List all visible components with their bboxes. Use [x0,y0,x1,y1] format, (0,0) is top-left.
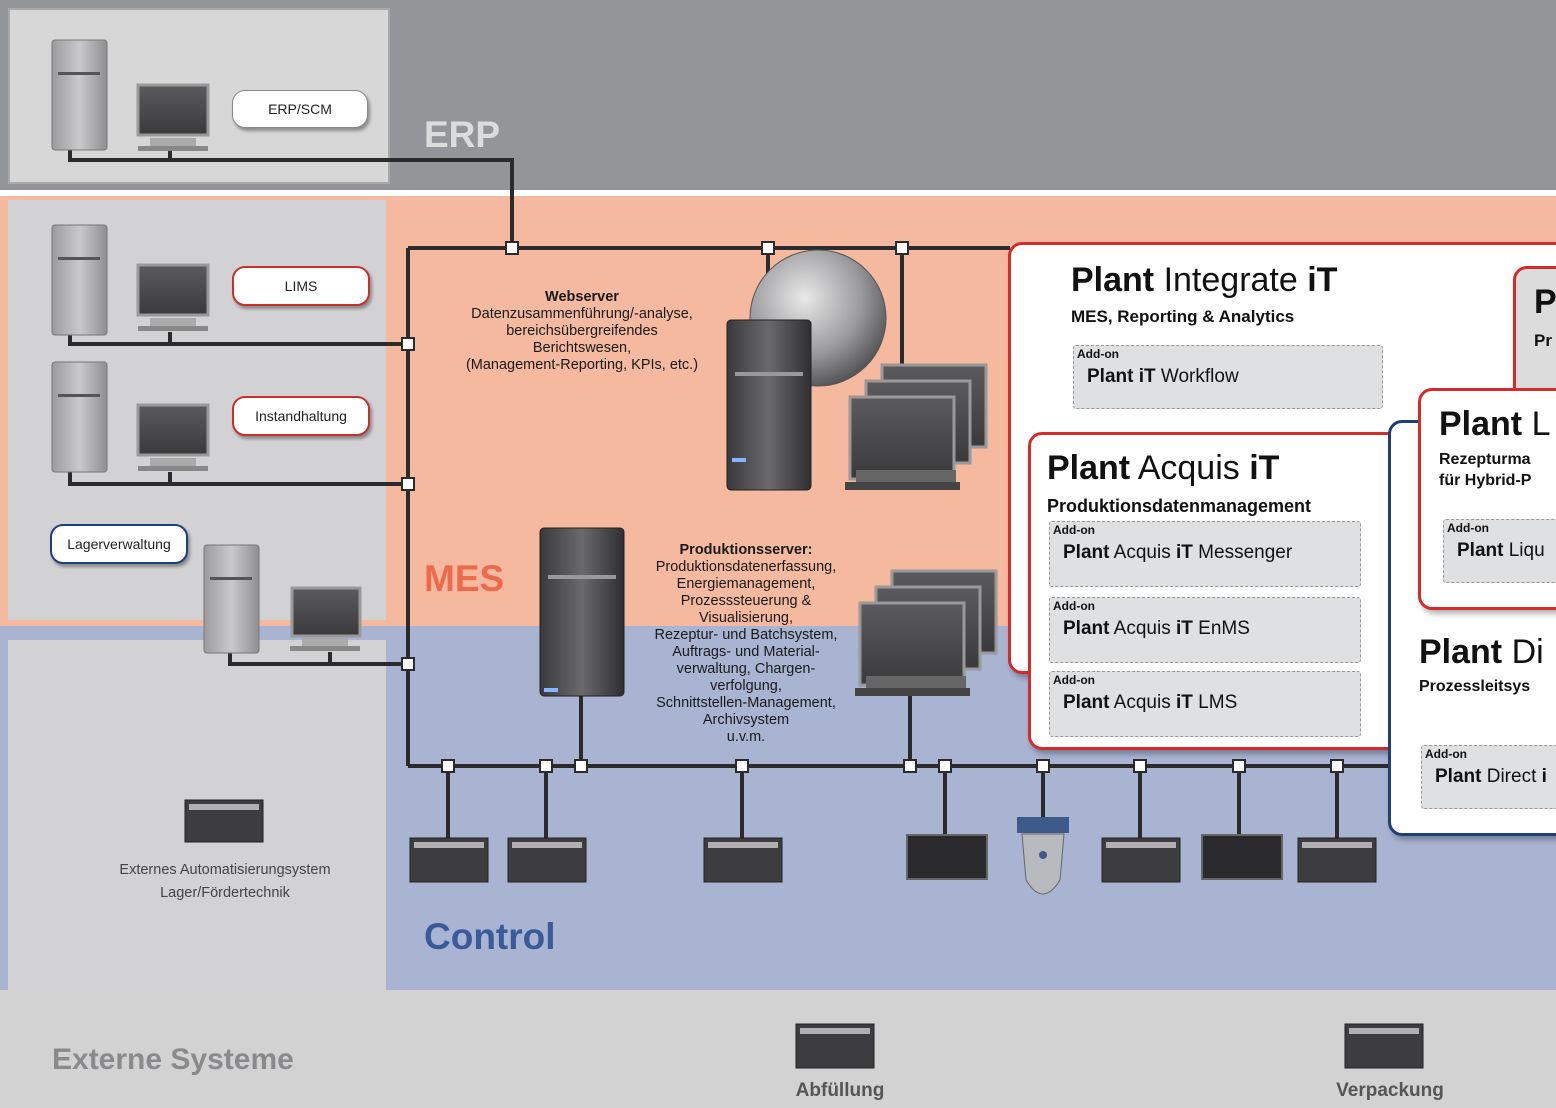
product-name: Acquis [1130,449,1250,487]
product-name: Acquis [1109,692,1176,713]
external-automation-line2: Lager/Fördertechnik [160,885,290,901]
brand-text: Plant [1047,449,1131,487]
addon-name: Plant iT Workflow [1087,366,1239,388]
plant-direct-subtitle: Prozessleitsys [1419,678,1531,695]
product-name: Di [1502,633,1544,671]
addon-name: Plant Liqu [1457,540,1545,562]
extern-zone [0,990,1556,1108]
plant-acquis-subtitle: Produktionsdatenmanagement [1047,496,1312,516]
product-name: Direct [1481,766,1542,787]
plant-integrate-subtitle: MES, Reporting & Analytics [1071,307,1295,326]
brand-text: Plant [1063,542,1110,563]
addon-liquids[interactable]: Add-on Plant Liqu [1443,519,1556,583]
addon-name: Plant Direct i [1435,766,1547,788]
addon-messenger[interactable]: Add-on Plant Acquis iT Messenger [1049,521,1361,587]
zone-label-extern: Externe Systeme [52,1043,294,1076]
plant-p-title: P [1534,283,1556,321]
product-name: L [1522,405,1551,443]
plant-liquids-subtitle-2: für Hybrid-P [1439,472,1532,489]
brand-text: Plant [1457,540,1504,561]
addon-tag: Add-on [1425,747,1467,761]
produktionsserver-line: Produktionsdatenerfassung, [655,559,837,575]
erp-scm-label: ERP/SCM [232,90,368,128]
produktionsserver-description: Produktionsserver: Produktionsdatenerfas… [636,542,856,746]
it-suffix: iT [1249,449,1280,487]
addon-direct[interactable]: Add-on Plant Direct i [1421,745,1556,809]
it-suffix: iT [1176,542,1193,563]
brand-text: Plant [1063,692,1110,713]
it-suffix: iT [1176,692,1193,713]
brand-text: Plant [1087,366,1139,387]
brand-text: Plant [1071,261,1155,299]
product-name: Workflow [1155,366,1239,387]
addon-name: Plant Acquis iT EnMS [1063,618,1250,640]
produktionsserver-line: Rezeptur- und Batchsystem, [654,627,838,643]
produktionsserver-line: Visualisierung, [698,610,794,626]
produktionsserver-title: Produktionsserver: [679,542,813,558]
produktionsserver-line: Archivsystem [702,712,790,728]
addon-suffix-name: Messenger [1192,542,1293,563]
product-name: Integrate [1154,261,1308,299]
addon-name: Plant Acquis iT LMS [1063,692,1237,714]
product-name: Liqu [1503,540,1545,561]
brand-text: Plant [1439,405,1523,443]
external-automation-label: Externes Automatisierungsystem Lager/För… [90,862,360,902]
verpackung-label: Verpackung [1336,1080,1444,1101]
it-suffix: iT [1138,366,1156,387]
lims-label: LIMS [232,266,370,306]
plant-direct-title: Plant Di [1419,633,1544,672]
addon-tag: Add-on [1447,521,1489,535]
zone-label-control: Control [424,916,556,957]
produktionsserver-line: verwaltung, Chargen- [676,661,816,677]
produktionsserver-line: Prozesssteuerung & [680,593,812,609]
card-plant-acquis[interactable]: Plant Acquis iT Produktionsdatenmanageme… [1028,432,1404,750]
produktionsserver-line: verfolgung, [710,678,782,694]
plant-liquids-title: Plant L [1439,405,1550,444]
brand-text: Plant [1419,633,1503,671]
produktionsserver-line: Energiemanagement, [676,576,816,592]
addon-tag: Add-on [1053,599,1095,613]
card-plant-p[interactable]: P Pr [1513,266,1556,412]
addon-lms[interactable]: Add-on Plant Acquis iT LMS [1049,671,1361,737]
plant-liquids-subtitle-1: Rezepturma [1439,451,1531,468]
webserver-title: Webserver [545,289,619,305]
it-suffix: iT [1307,261,1338,299]
product-name: Acquis [1109,618,1176,639]
webserver-line: Datenzusammenführung/-analyse, [471,306,693,322]
addon-tag: Add-on [1053,673,1095,687]
addon-tag: Add-on [1053,523,1095,537]
it-suffix: iT [1176,618,1193,639]
abfuellung-label: Abfüllung [795,1080,885,1101]
addon-enms[interactable]: Add-on Plant Acquis iT EnMS [1049,597,1361,663]
brand-text: Plant [1435,766,1482,787]
addon-suffix-name: LMS [1192,692,1238,713]
addon-name: Plant Acquis iT Messenger [1063,542,1292,564]
external-automation-line1: Externes Automatisierungsystem [119,862,331,878]
addon-workflow[interactable]: Add-on Plant iT Workflow [1073,345,1383,409]
instandhaltung-label: Instandhaltung [232,396,370,436]
webserver-line: Berichtswesen, [532,340,632,356]
plant-p-subtitle: Pr [1534,331,1552,350]
it-suffix: i [1541,766,1547,787]
product-name: Acquis [1109,542,1176,563]
zone-label-erp: ERP [424,114,501,155]
plant-acquis-title: Plant Acquis iT [1047,449,1279,488]
zone-label-mes: MES [424,558,505,599]
webserver-description: Webserver Datenzusammenführung/-analyse,… [448,289,716,374]
lagerverwaltung-label: Lagerverwaltung [50,524,188,564]
produktionsserver-line: Schnittstellen-Management, [656,695,836,711]
addon-tag: Add-on [1077,347,1119,361]
addon-suffix-name: EnMS [1192,618,1250,639]
produktionsserver-line: Auftrags- und Material- [672,644,820,660]
produktionsserver-line: u.v.m. [726,729,766,745]
card-plant-liquids[interactable]: Plant L Rezepturma für Hybrid-P Add-on P… [1418,388,1556,610]
plant-integrate-title: Plant Integrate iT [1071,261,1337,300]
webserver-line: (Management-Reporting, KPIs, etc.) [465,357,699,373]
brand-text: Plant [1063,618,1110,639]
webserver-line: bereichsübergreifendes [506,323,658,339]
